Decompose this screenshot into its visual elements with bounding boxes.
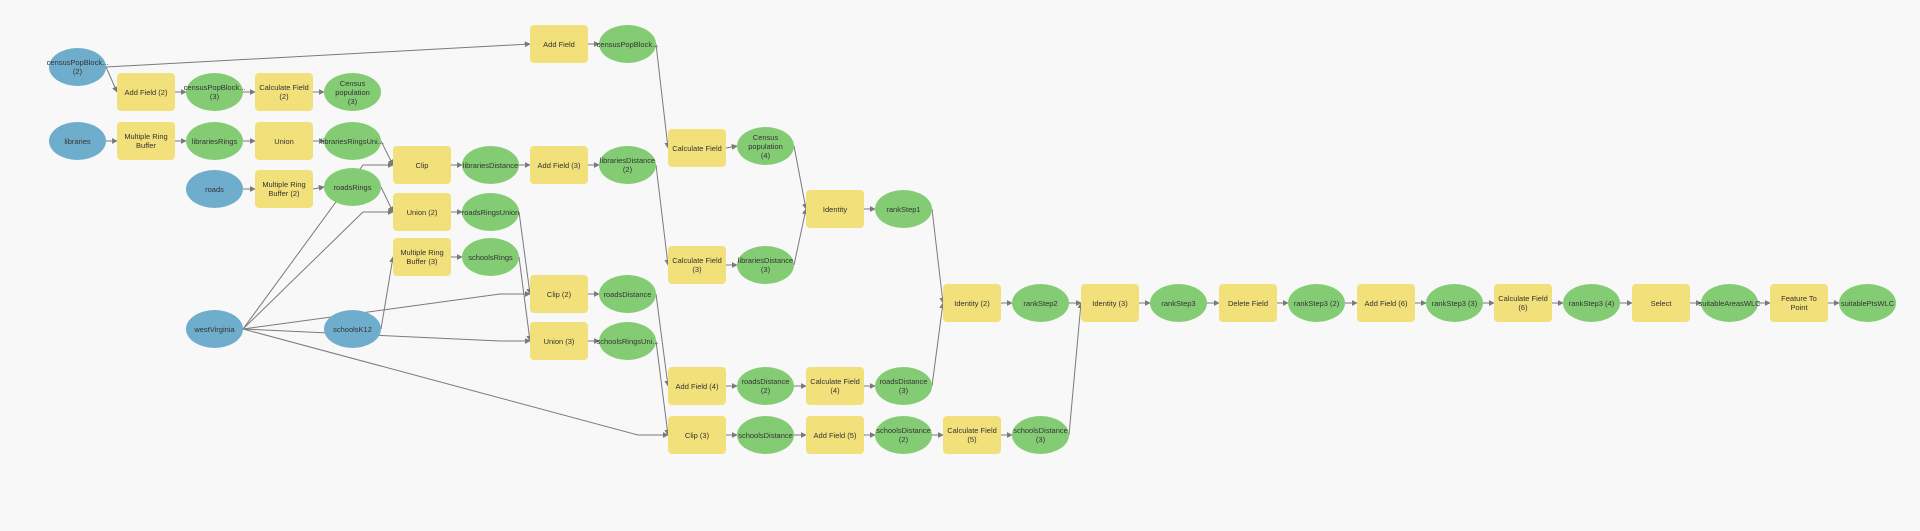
output-rankStep3[interactable]: rankStep3 bbox=[1150, 284, 1207, 322]
tool-union-2[interactable]: Union (2) bbox=[393, 193, 451, 231]
connector-output-schoolsDistance-3-to-tool-identity-3 bbox=[1068, 302, 1084, 436]
output-census-population-3[interactable]: Census population (3) bbox=[324, 73, 381, 111]
tool-add-field-3[interactable]: Add Field (3) bbox=[530, 146, 588, 184]
connector-input-westVirginia-to-tool-clip-3 bbox=[242, 328, 669, 438]
output-librariesRingsUni[interactable]: librariesRingsUni... bbox=[321, 122, 384, 160]
output-librariesRings[interactable]: librariesRings bbox=[186, 122, 243, 160]
output-librariesDistance[interactable]: librariesDistance bbox=[462, 146, 519, 184]
connector-output-schoolsRingsUni-to-tool-clip-3 bbox=[655, 340, 671, 436]
output-roadsDistance-2[interactable]: roadsDistance (2) bbox=[737, 367, 794, 405]
input-roads[interactable]: roads bbox=[186, 170, 243, 208]
tool-union-3[interactable]: Union (3) bbox=[530, 322, 588, 360]
connector-input-westVirginia-to-tool-clip bbox=[242, 162, 394, 330]
tool-multiple-ring-buffer-3[interactable]: Multiple Ring Buffer (3) bbox=[393, 238, 451, 276]
tool-calculate-field-3[interactable]: Calculate Field (3) bbox=[668, 246, 726, 284]
input-censusPopBlock-2[interactable]: censusPopBlock... (2) bbox=[47, 48, 108, 86]
tool-calculate-field-6[interactable]: Calculate Field (6) bbox=[1494, 284, 1552, 322]
output-schoolsDistance[interactable]: schoolsDistance bbox=[737, 416, 794, 454]
tool-multiple-ring-buffer[interactable]: Multiple Ring Buffer bbox=[117, 122, 175, 160]
tool-clip-2[interactable]: Clip (2) bbox=[530, 275, 588, 313]
connector-output-librariesDistance-3-to-tool-identity bbox=[793, 208, 808, 266]
input-libraries[interactable]: libraries bbox=[49, 122, 106, 160]
output-roadsDistance[interactable]: roadsDistance bbox=[599, 275, 656, 313]
output-censusPopBlock-3[interactable]: censusPopBlock... (3) bbox=[184, 73, 245, 111]
connector-tool-calculate-field-to-output-census-population-4 bbox=[725, 143, 738, 150]
connector-input-westVirginia-to-tool-union-2 bbox=[242, 209, 394, 330]
tool-identity-2[interactable]: Identity (2) bbox=[943, 284, 1001, 322]
connector-output-librariesRingsUni-to-tool-clip bbox=[380, 140, 394, 166]
output-rankStep2[interactable]: rankStep2 bbox=[1012, 284, 1069, 322]
output-roadsDistance-3[interactable]: roadsDistance (3) bbox=[875, 367, 932, 405]
tool-select[interactable]: Select bbox=[1632, 284, 1690, 322]
tool-feature-to-point[interactable]: Feature To Point bbox=[1770, 284, 1828, 322]
tool-clip-3[interactable]: Clip (3) bbox=[668, 416, 726, 454]
input-schoolsK12[interactable]: schoolsK12 bbox=[324, 310, 381, 348]
output-rankStep3-2[interactable]: rankStep3 (2) bbox=[1288, 284, 1345, 322]
connector-input-westVirginia-to-tool-clip-2 bbox=[242, 291, 531, 330]
tool-add-field-2[interactable]: Add Field (2) bbox=[117, 73, 175, 111]
tool-multiple-ring-buffer-2[interactable]: Multiple Ring Buffer (2) bbox=[255, 170, 313, 208]
connector-input-westVirginia-to-tool-union-3 bbox=[242, 328, 531, 344]
tool-calculate-field[interactable]: Calculate Field bbox=[668, 129, 726, 167]
tool-identity-3[interactable]: Identity (3) bbox=[1081, 284, 1139, 322]
tool-calculate-field-2[interactable]: Calculate Field (2) bbox=[255, 73, 313, 111]
output-census-population-4[interactable]: Census population (4) bbox=[737, 127, 794, 165]
output-roadsRingsUnion[interactable]: roadsRingsUnion bbox=[462, 193, 519, 231]
tool-add-field[interactable]: Add Field bbox=[530, 25, 588, 63]
connector-output-roadsRings-to-tool-union-2 bbox=[380, 186, 394, 213]
output-schoolsRings[interactable]: schoolsRings bbox=[462, 238, 519, 276]
output-schoolsDistance-2[interactable]: schoolsDistance (2) bbox=[875, 416, 932, 454]
output-librariesDistance-2[interactable]: librariesDistance (2) bbox=[599, 146, 656, 184]
tool-add-field-5[interactable]: Add Field (5) bbox=[806, 416, 864, 454]
connector-output-roadsRingsUnion-to-tool-clip-2 bbox=[518, 211, 533, 295]
output-suitablePtsWLC[interactable]: suitablePtsWLC bbox=[1839, 284, 1896, 322]
connector-output-census-population-4-to-tool-identity bbox=[793, 145, 808, 210]
connector-input-schoolsK12-to-tool-multiple-ring-buffer-3 bbox=[380, 256, 396, 330]
output-suitableAreasWLC[interactable]: suitableAreasWLC bbox=[1698, 284, 1761, 322]
connector-output-librariesDistance-2-to-tool-calculate-field-3 bbox=[655, 164, 671, 266]
output-librariesDistance-3[interactable]: librariesDistance (3) bbox=[737, 246, 794, 284]
connector-output-censusPopBlock-to-tool-calculate-field bbox=[655, 43, 671, 149]
output-schoolsDistance-3[interactable]: schoolsDistance (3) bbox=[1012, 416, 1069, 454]
connector-tool-multiple-ring-buffer-2-to-output-roadsRings bbox=[312, 184, 325, 191]
connector-output-roadsDistance-3-to-tool-identity-2 bbox=[931, 302, 946, 387]
output-rankStep3-3[interactable]: rankStep3 (3) bbox=[1426, 284, 1483, 322]
connector-input-censusPopBlock-2-to-tool-add-field-2 bbox=[105, 66, 118, 93]
connector-output-rankStep1-to-tool-identity-2 bbox=[931, 208, 946, 304]
tool-add-field-4[interactable]: Add Field (4) bbox=[668, 367, 726, 405]
tool-identity[interactable]: Identity bbox=[806, 190, 864, 228]
output-roadsRings[interactable]: roadsRings bbox=[324, 168, 381, 206]
tool-calculate-field-4[interactable]: Calculate Field (4) bbox=[806, 367, 864, 405]
connector-output-schoolsRings-to-tool-union-3 bbox=[518, 256, 533, 342]
tool-calculate-field-5[interactable]: Calculate Field (5) bbox=[943, 416, 1001, 454]
tool-clip[interactable]: Clip bbox=[393, 146, 451, 184]
output-rankStep3-4[interactable]: rankStep3 (4) bbox=[1563, 284, 1620, 322]
connector-output-roadsDistance-to-tool-add-field-4 bbox=[655, 293, 671, 387]
tool-add-field-6[interactable]: Add Field (6) bbox=[1357, 284, 1415, 322]
tool-union[interactable]: Union bbox=[255, 122, 313, 160]
input-westVirginia[interactable]: westVirginia bbox=[186, 310, 243, 348]
output-schoolsRingsUni[interactable]: schoolsRingsUni... bbox=[596, 322, 659, 360]
connector-input-censusPopBlock-2-to-tool-add-field bbox=[105, 41, 531, 68]
output-rankStep1[interactable]: rankStep1 bbox=[875, 190, 932, 228]
tool-delete-field[interactable]: Delete Field bbox=[1219, 284, 1277, 322]
output-censusPopBlock[interactable]: censusPopBlock... bbox=[597, 25, 658, 63]
